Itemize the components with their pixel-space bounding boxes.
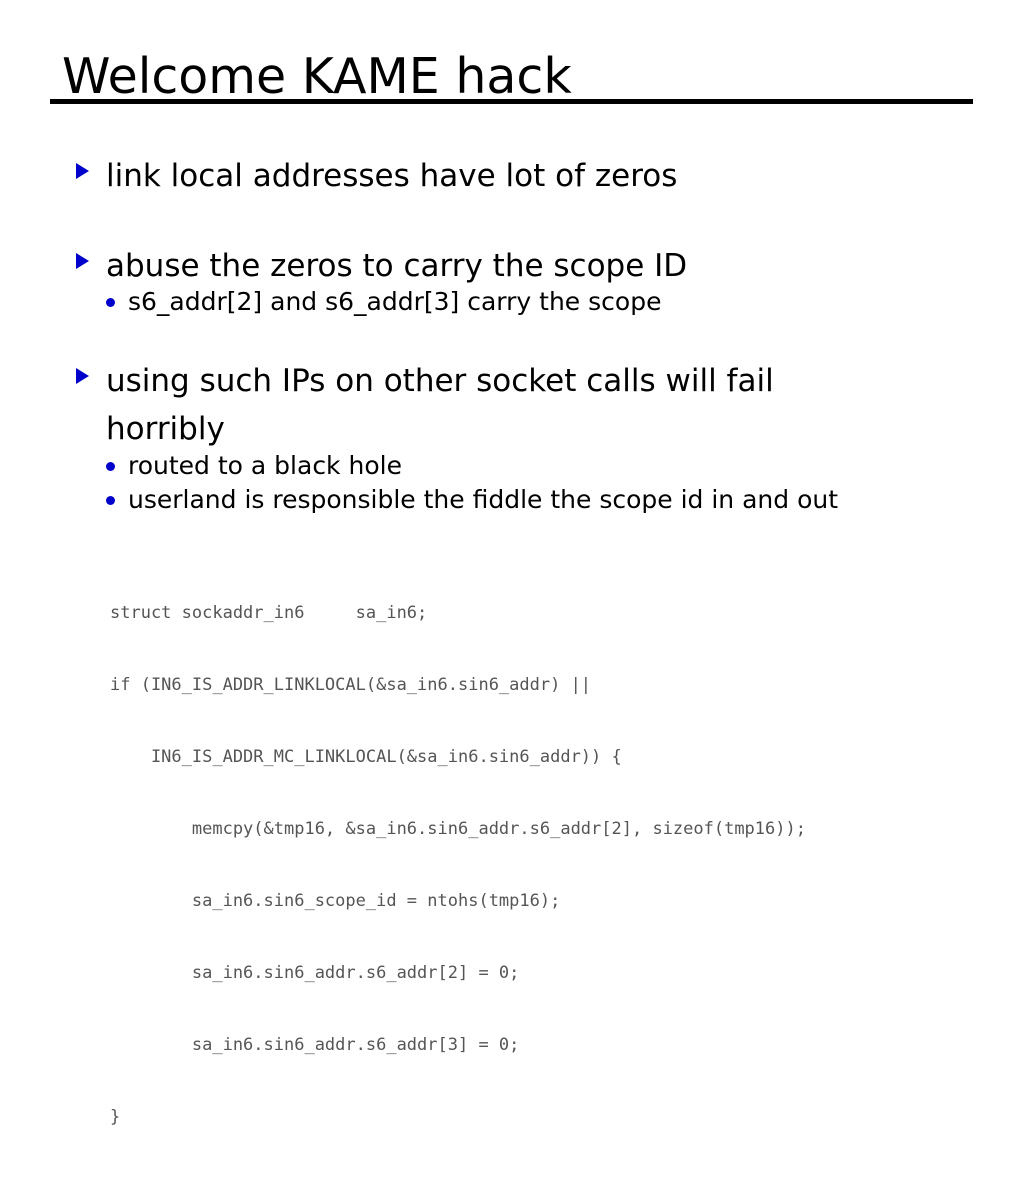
code-line: }: [110, 1107, 121, 1127]
bullet-label: abuse the zeros to carry the scope ID: [106, 248, 688, 284]
dot-bullet-icon: [106, 449, 128, 471]
bullet-label: link local addresses have lot of zeros: [106, 158, 678, 194]
dot-bullet-icon: [106, 285, 128, 307]
title-underline-rule: [50, 99, 973, 104]
dot-bullet-icon: [106, 483, 128, 505]
code-line: sa_in6.sin6_addr.s6_addr[2] = 0;: [110, 963, 520, 983]
slide-body: link local addresses have lot of zeros a…: [76, 152, 866, 1127]
code-line: sa_in6.sin6_scope_id = ntohs(tmp16);: [110, 891, 561, 911]
triangle-bullet-icon: [76, 242, 106, 269]
code-line: memcpy(&tmp16, &sa_in6.sin6_addr.s6_addr…: [110, 819, 806, 839]
code-line: IN6_IS_ADDR_MC_LINKLOCAL(&sa_in6.sin6_ad…: [110, 747, 622, 767]
bullet-item-level2: userland is responsible the fiddle the s…: [106, 483, 838, 517]
bullet-item-level2: routed to a black hole: [106, 449, 402, 483]
code-line: if (IN6_IS_ADDR_LINKLOCAL(&sa_in6.sin6_a…: [110, 675, 592, 695]
bullet-label: using such IPs on other socket calls wil…: [106, 363, 774, 447]
code-line: struct sockaddr_in6 sa_in6;: [110, 603, 428, 623]
bullet-item-level1: link local addresses have lot of zeros: [76, 152, 677, 200]
code-line: sa_in6.sin6_addr.s6_addr[3] = 0;: [110, 1035, 520, 1055]
page-title: Welcome KAME hack: [62, 48, 572, 105]
code-block: struct sockaddr_in6 sa_in6; if (IN6_IS_A…: [110, 553, 806, 1177]
bullet-label: s6_addr[2] and s6_addr[3] carry the scop…: [128, 287, 662, 316]
bullet-item-level2: s6_addr[2] and s6_addr[3] carry the scop…: [106, 285, 661, 319]
triangle-bullet-icon: [76, 152, 106, 179]
presentation-slide: Welcome KAME hack link local addresses h…: [50, 48, 973, 1127]
bullet-label: routed to a black hole: [128, 451, 402, 480]
triangle-bullet-icon: [76, 357, 106, 384]
bullet-item-level1: using such IPs on other socket calls wil…: [76, 357, 866, 453]
bullet-label: userland is responsible the fiddle the s…: [128, 485, 839, 514]
bullet-item-level1: abuse the zeros to carry the scope ID: [76, 242, 687, 290]
